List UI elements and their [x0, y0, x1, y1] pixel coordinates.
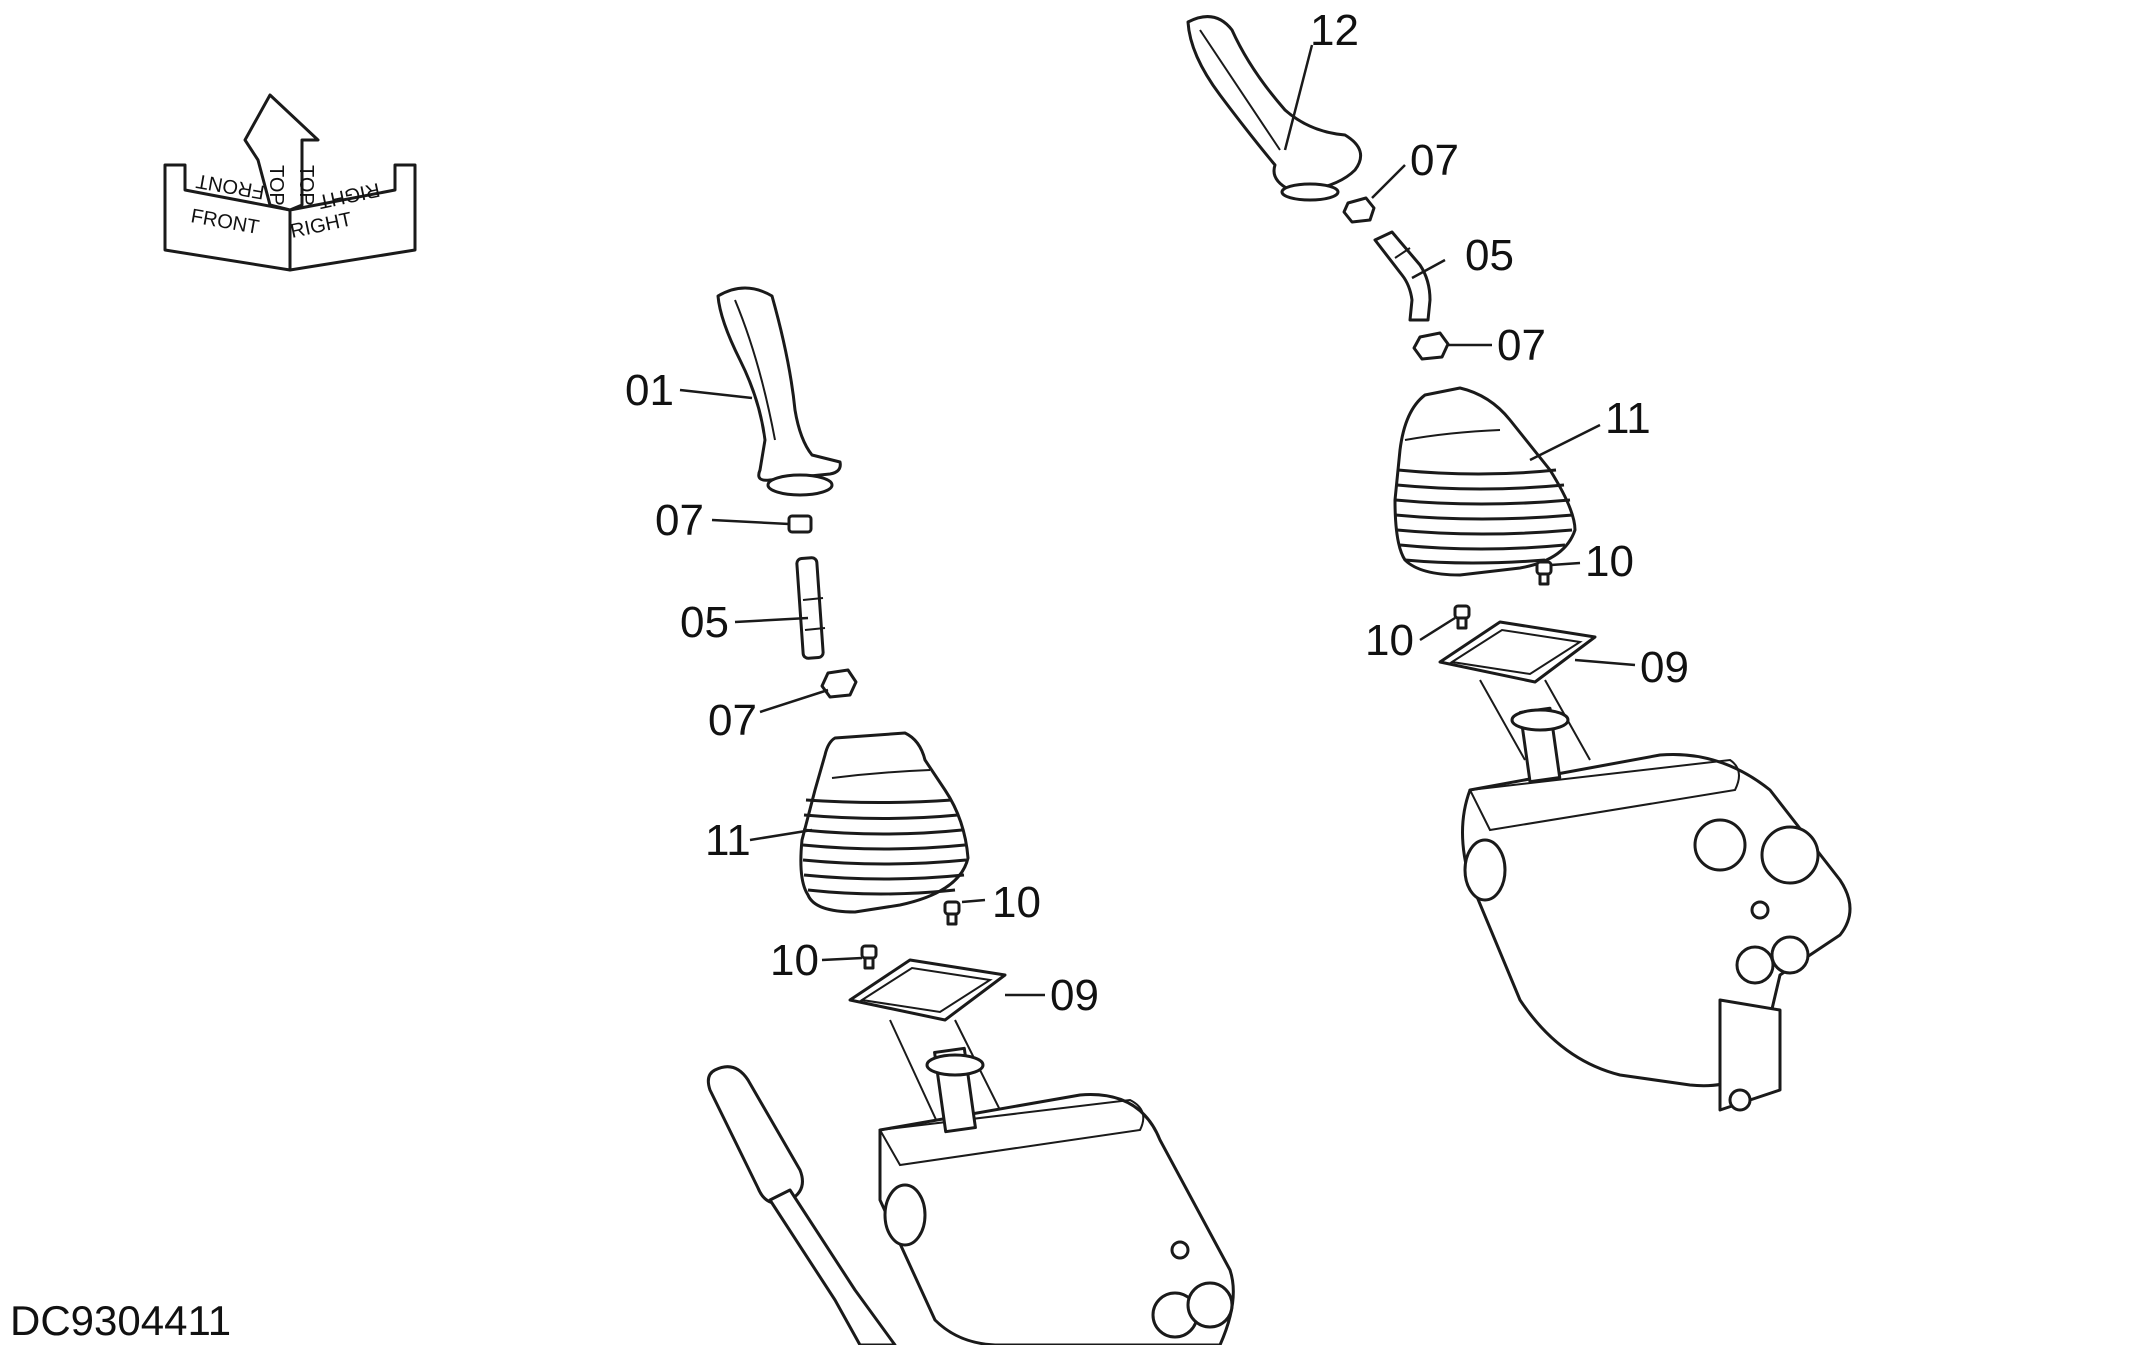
- right-grip-part-12: [1186, 15, 1363, 202]
- leader-lines: [679, 44, 1636, 997]
- left-joystick-base: [878, 1046, 1235, 1345]
- left-joystick-assembly: [706, 286, 1235, 1345]
- callout-right-09: 09: [1640, 643, 1689, 692]
- right-arrow-shape: [288, 163, 417, 272]
- right-joystick-base: [1461, 706, 1852, 1112]
- right-upper-nut-part-07: [1342, 196, 1376, 224]
- left-lower-nut-part-07: [820, 668, 858, 699]
- callout-left-07-lower: 07: [708, 696, 757, 745]
- callout-left-01: 01: [625, 366, 674, 415]
- drawing-code-label: DC9304411: [10, 1297, 231, 1344]
- right-lower-nut-part-07: [1412, 331, 1450, 361]
- left-upper-nut-part-07: [787, 514, 813, 534]
- left-boot-part-11: [799, 731, 970, 914]
- left-screw-lower-part-10: [860, 944, 878, 970]
- callout-right-10-upper: 10: [1585, 537, 1634, 586]
- callout-left-10-upper: 10: [992, 878, 1041, 927]
- callout-left-10-lower: 10: [770, 936, 819, 985]
- callout-left-05: 05: [680, 598, 729, 647]
- left-grip-part-01: [716, 286, 842, 497]
- callout-right-11: 11: [1605, 394, 1651, 443]
- orientation-indicator: FRONT FRONT RIGHT RIGHT TOP TOP: [163, 93, 417, 272]
- left-gasket-part-09: [848, 958, 1007, 1022]
- callout-right-07-upper: 07: [1410, 136, 1459, 185]
- right-screw-upper-part-10: [1535, 560, 1553, 586]
- left-screw-upper-part-10: [943, 900, 961, 926]
- callout-right-07-lower: 07: [1497, 321, 1546, 370]
- callout-left-11: 11: [705, 816, 751, 865]
- right-boot-part-11: [1393, 386, 1577, 577]
- right-joystick-assembly: [1186, 15, 1852, 1112]
- callout-right-10-lower: 10: [1365, 616, 1414, 665]
- right-screw-lower-part-10: [1453, 604, 1471, 630]
- orientation-top-label: TOP: [265, 165, 287, 206]
- left-rod-part-05: [795, 556, 826, 660]
- right-gasket-part-09: [1438, 620, 1597, 684]
- left-lever-arm: [706, 1065, 897, 1345]
- callout-left-09: 09: [1050, 971, 1099, 1020]
- callout-right-05: 05: [1465, 231, 1514, 280]
- callout-right-12: 12: [1310, 6, 1359, 55]
- top-arrow-shape: [243, 93, 320, 212]
- right-rod-part-05: [1373, 230, 1432, 322]
- callout-left-07-upper: 07: [655, 496, 704, 545]
- orientation-top-mirror-label: TOP: [295, 165, 317, 206]
